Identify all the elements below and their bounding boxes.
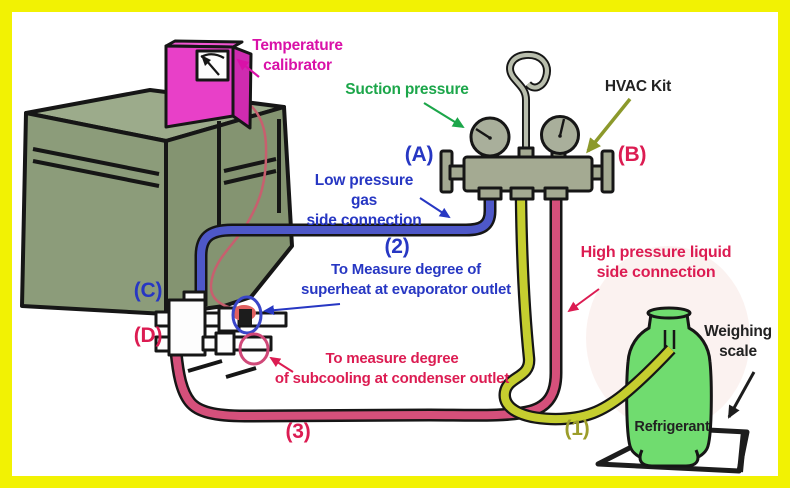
- suction-pressure-arrow: [423, 102, 465, 129]
- low-pressure-hose: [194, 197, 497, 306]
- weighing-scale-arrow: [727, 371, 756, 419]
- suction-pressure-label: Suction pressure: [345, 81, 469, 98]
- manifold-body: [462, 155, 594, 193]
- low-pressure-arrow: [419, 197, 451, 219]
- right-valve-handle: [600, 149, 615, 194]
- meter-needle-icon: [200, 53, 225, 76]
- temperature-calibrator-device: [164, 39, 253, 130]
- hvac-kit-label: HVAC Kit: [604, 78, 672, 95]
- high-pressure-connection-label: High pressure liquid side connection: [580, 244, 732, 281]
- subcooling-note-label: To measure degree of subcooling at conde…: [274, 350, 510, 387]
- refrigerant-cylinder: [625, 306, 713, 468]
- manifold-gauge-set: [439, 50, 615, 201]
- hvac-kit-arrow: [586, 97, 632, 154]
- low-pressure-connection-label: Low pressure gas side connection: [306, 172, 422, 229]
- point-b-label: (B): [617, 143, 647, 166]
- subcooling-arrow: [269, 356, 294, 373]
- calibrator-sensor-wire: [209, 86, 268, 312]
- hose-3-label: (3): [285, 420, 311, 443]
- high-pressure-arrow: [567, 288, 600, 313]
- suction-pressure-gauge: [469, 116, 511, 158]
- superheat-probe: [232, 305, 256, 325]
- discharge-pressure-gauge: [540, 115, 580, 155]
- high-pressure-hose: [169, 197, 563, 423]
- annotation-arrows: [236, 58, 756, 419]
- superheat-probe-marker: [231, 295, 263, 335]
- weighing-scale-label: Weighing scale: [704, 323, 772, 360]
- superheat-note-label: To Measure degree of superheat at evapor…: [301, 261, 511, 298]
- hose-1-label: (1): [564, 417, 590, 440]
- refrigerant-label: Refrigerant: [634, 419, 710, 435]
- temperature-calibrator-label: Temperature calibrator: [252, 37, 343, 74]
- utility-hose: [498, 196, 676, 426]
- subcooling-marker: [238, 332, 270, 366]
- superheat-arrow: [263, 303, 341, 316]
- point-d-label: (D): [133, 324, 163, 347]
- point-c-label: (C): [133, 279, 163, 302]
- temperature-calibrator-arrow: [236, 58, 260, 78]
- hanging-hook-icon: [506, 50, 551, 162]
- hose-2-label: (2): [384, 235, 410, 258]
- point-a-label: (A): [404, 143, 434, 166]
